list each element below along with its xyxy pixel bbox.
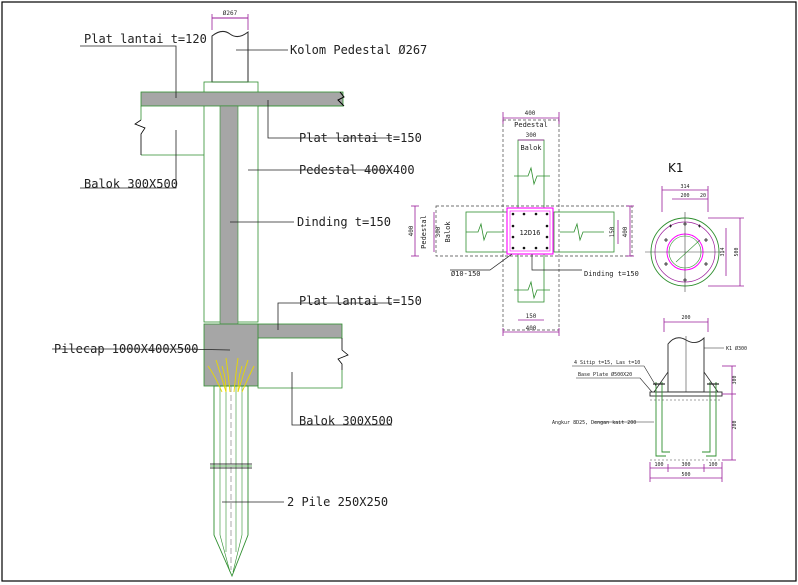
break-line-left [134,119,146,155]
plan-dinding-label: Dinding t=150 [584,270,639,278]
k1-top-dim-2: 200 [680,193,689,199]
k1-top-dims [661,186,709,212]
top-dimension-text: Ø267 [223,10,238,17]
plan-dim-150-bottom: 150 [526,313,537,320]
k1-top-dim-1: 314 [680,184,689,190]
k1-detail-bottom-dims [649,462,723,482]
k1-anchor-bolts [664,222,708,282]
plan-bottom-dims [502,319,560,336]
elevation-section: Ø267 [52,10,427,578]
plan-dim-300-left: 300 [435,226,442,237]
k1-detail-grout [650,399,722,461]
plan-balok-label: Balok [520,144,542,152]
k1-right-dims [708,217,744,287]
k1-detail: 200 300 2 [552,315,747,482]
k1-detail-right-dim-2: 200 [732,420,738,429]
plan-dim-300: 300 [526,132,537,139]
plan-top-dims [502,112,560,141]
plan-break-marks [466,166,604,300]
plan-balok-side: Balok [444,221,452,243]
pile-splice [210,463,252,469]
k1-detail-sitip-label: 4 Sitip t=15, Las t=10 [574,360,640,366]
plan-leaders [450,253,582,271]
plan-pedestal-label: Pedestal [514,121,548,129]
balok-lower-outline [257,338,343,389]
plan-dim-400-top: 400 [525,110,536,117]
label-balok-left: Balok 300X500 [84,177,178,191]
k1-detail-base-plate [649,391,723,397]
top-dimension: Ø267 [211,10,249,30]
k1-detail-right-dim-1: 300 [732,375,738,384]
plan-dim-400-right: 400 [622,226,629,237]
break-line-upper [337,91,345,107]
k1-detail-right-dims [722,365,736,461]
plan-left-dims [411,205,435,257]
plan-dashed-outline [435,119,633,331]
plan-center-label: 12D16 [519,229,540,237]
label-plat-top-right: Plat lantai t=150 [299,131,422,145]
plan-rebars [511,212,549,250]
balok-left-outline [140,106,204,156]
break-line-lower [337,338,349,370]
k1-detail-angkur-label: Angkur 8D25, Dengan kait 200 [552,420,636,426]
label-plat-top-left: Plat lantai t=120 [84,32,207,46]
k1-detail-bottom-dim-3: 100 [708,462,717,468]
k1-detail-base-plate-label: Base Plate Ø500X20 [578,371,632,378]
dinding-wall [219,105,239,327]
plan-pedestal-stirrup [509,210,551,252]
k1-detail-top-dim-text: 200 [681,315,690,321]
k1-detail-bottom-total: 500 [681,472,690,478]
label-pile: 2 Pile 250X250 [287,495,388,509]
k1-top-dim-3: 20 [700,193,706,199]
k1-detail-kolom-label: K1 Ø300 [726,345,747,352]
k1-detail-bottom-dim-2: 300 [681,462,690,468]
k1-right-dim-1: 314 [720,247,726,256]
label-pedestal: Pedestal 400X400 [299,163,415,177]
plan-right-dims [617,205,634,257]
k1-detail-bottom-dim-1: 100 [654,462,663,468]
k1-diagonal [675,239,701,263]
plan-stirrup-label: Ø10-150 [451,270,481,278]
label-dinding: Dinding t=150 [297,215,391,229]
pilecap-rebar-fan [207,357,255,393]
k1-detail-leaders [572,347,724,423]
plan-pedestal-square [506,207,554,255]
plan-pedestal-side: Pedestal [420,215,428,249]
label-balok-lower: Balok 300X500 [299,414,393,428]
k1-title: K1 [668,161,684,175]
plan-section: 12D16 400 Pedestal 300 Balok 400 Pedesta… [408,110,639,336]
plan-dim-150-right: 150 [609,226,616,237]
slab-upper [140,91,344,107]
label-pilecap: Pilecap 1000X400X500 [54,342,199,356]
elevation-leaders [52,45,392,503]
pile-tip-lines [219,534,243,573]
plan-dim-400-left: 400 [408,225,415,236]
plan-dim-400-bottom: 400 [526,325,537,332]
k1-detail-top-dim [663,318,709,332]
k1-right-dim-2: 500 [734,247,740,256]
k1-detail-anchors [655,382,717,457]
pilecap [203,323,259,387]
label-plat-lower: Plat lantai t=150 [299,294,422,308]
label-kolom-pedestal: Kolom Pedestal Ø267 [290,43,427,57]
kolom-pedestal [211,30,249,83]
k1-section: K1 314 200 20 [645,161,744,292]
